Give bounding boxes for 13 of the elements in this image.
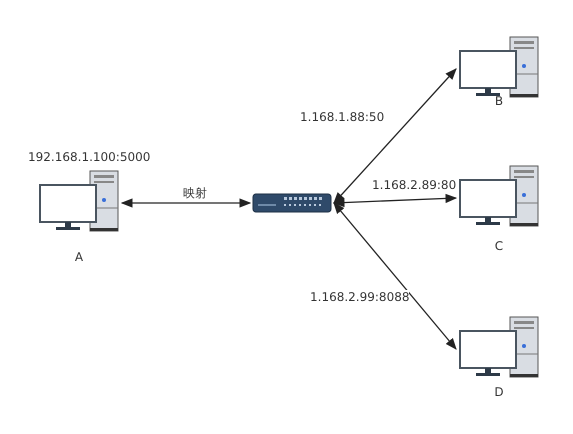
edge-label: 1.168.1.88:50: [300, 110, 384, 124]
computer-label: B: [494, 94, 504, 108]
arrow: [120, 198, 252, 208]
edge-label: 1.168.2.89:80: [372, 178, 456, 192]
arrow: [333, 68, 457, 204]
computer-label: C: [494, 239, 504, 253]
arrow: [332, 194, 458, 208]
edge-label: 1.168.2.99:8088: [310, 290, 410, 304]
computer-label: D: [493, 385, 505, 399]
computer-label: A: [74, 250, 84, 264]
switch-drawing: [252, 193, 332, 213]
arrow: [333, 202, 457, 350]
address-label: 192.168.1.100:5000: [28, 150, 150, 164]
